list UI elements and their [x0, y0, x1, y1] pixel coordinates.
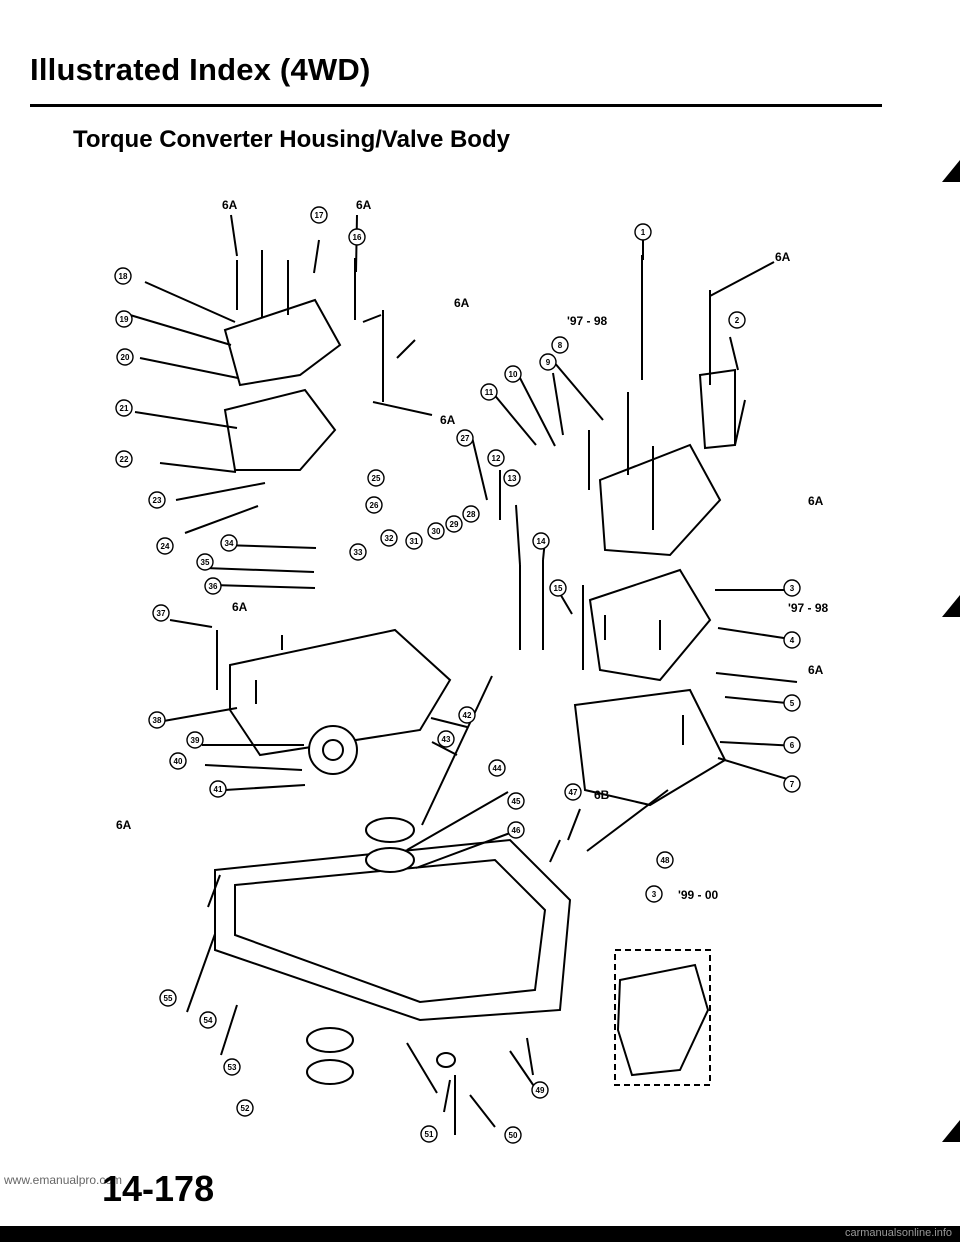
svg-text:28: 28	[467, 510, 476, 519]
svg-text:50: 50	[509, 1131, 518, 1140]
label-6a-top-center: 6A	[356, 198, 372, 212]
label-6a-lower-right: 6A	[808, 663, 824, 677]
svg-text:11: 11	[485, 388, 494, 397]
label-6b: 6B	[594, 788, 610, 802]
svg-text:55: 55	[164, 994, 173, 1003]
svg-text:6: 6	[790, 741, 795, 750]
label-6a-lower-left: 6A	[232, 600, 248, 614]
svg-text:54: 54	[204, 1016, 213, 1025]
label-year-97-98-top: '97 - 98	[567, 314, 608, 328]
label-year-99-00: '99 - 00	[678, 888, 719, 902]
svg-text:27: 27	[461, 434, 470, 443]
watermark: www.emanualpro.com	[4, 1173, 123, 1187]
svg-text:3: 3	[652, 890, 657, 899]
svg-text:39: 39	[191, 736, 200, 745]
svg-text:20: 20	[121, 353, 130, 362]
svg-text:13: 13	[508, 474, 517, 483]
svg-text:16: 16	[353, 233, 362, 242]
svg-text:18: 18	[119, 272, 128, 281]
svg-text:35: 35	[201, 558, 210, 567]
svg-text:23: 23	[153, 496, 162, 505]
label-year-97-98-right: '97 - 98	[788, 601, 829, 615]
svg-text:34: 34	[225, 539, 234, 548]
svg-text:48: 48	[661, 856, 670, 865]
svg-text:4: 4	[790, 636, 795, 645]
svg-text:3: 3	[790, 584, 795, 593]
svg-text:49: 49	[536, 1086, 545, 1095]
svg-text:51: 51	[425, 1130, 434, 1139]
svg-text:17: 17	[315, 211, 324, 220]
svg-text:25: 25	[372, 474, 381, 483]
svg-text:29: 29	[450, 520, 459, 529]
section-subtitle: Torque Converter Housing/Valve Body	[73, 126, 510, 153]
svg-text:2: 2	[735, 316, 740, 325]
svg-text:41: 41	[214, 785, 223, 794]
label-6a-middle: 6A	[440, 413, 456, 427]
svg-text:52: 52	[241, 1104, 250, 1113]
svg-text:46: 46	[512, 826, 521, 835]
svg-text:7: 7	[790, 780, 795, 789]
footer-bar	[0, 1226, 960, 1242]
svg-text:21: 21	[120, 404, 129, 413]
svg-text:33: 33	[354, 548, 363, 557]
label-6a-top-left: 6A	[222, 198, 238, 212]
svg-text:47: 47	[569, 788, 578, 797]
svg-text:8: 8	[558, 341, 563, 350]
label-6a-right: 6A	[808, 494, 824, 508]
svg-text:53: 53	[228, 1063, 237, 1072]
footer-link[interactable]: carmanualsonline.info	[844, 1227, 952, 1239]
page-number: 14-178	[102, 1168, 215, 1209]
svg-text:30: 30	[432, 527, 441, 536]
svg-text:36: 36	[209, 582, 218, 591]
svg-text:32: 32	[385, 534, 394, 543]
label-6a-top-right: 6A	[775, 250, 791, 264]
svg-text:14: 14	[537, 537, 546, 546]
svg-text:15: 15	[554, 584, 563, 593]
svg-text:44: 44	[493, 764, 502, 773]
svg-text:31: 31	[410, 537, 419, 546]
svg-text:12: 12	[492, 454, 501, 463]
svg-text:10: 10	[509, 370, 518, 379]
svg-text:45: 45	[512, 797, 521, 806]
svg-text:26: 26	[370, 501, 379, 510]
svg-text:1: 1	[641, 228, 646, 237]
svg-text:22: 22	[120, 455, 129, 464]
svg-text:37: 37	[157, 609, 166, 618]
title-rule	[30, 104, 882, 107]
svg-text:43: 43	[442, 735, 451, 744]
svg-text:40: 40	[174, 757, 183, 766]
svg-text:9: 9	[546, 358, 551, 367]
label-6a-bottom-left: 6A	[116, 818, 132, 832]
page-title: Illustrated Index (4WD)	[30, 52, 371, 87]
svg-text:24: 24	[161, 542, 170, 551]
svg-text:38: 38	[153, 716, 162, 725]
svg-text:42: 42	[463, 711, 472, 720]
label-6a-upper: 6A	[454, 296, 470, 310]
svg-text:19: 19	[120, 315, 129, 324]
svg-text:5: 5	[790, 699, 795, 708]
